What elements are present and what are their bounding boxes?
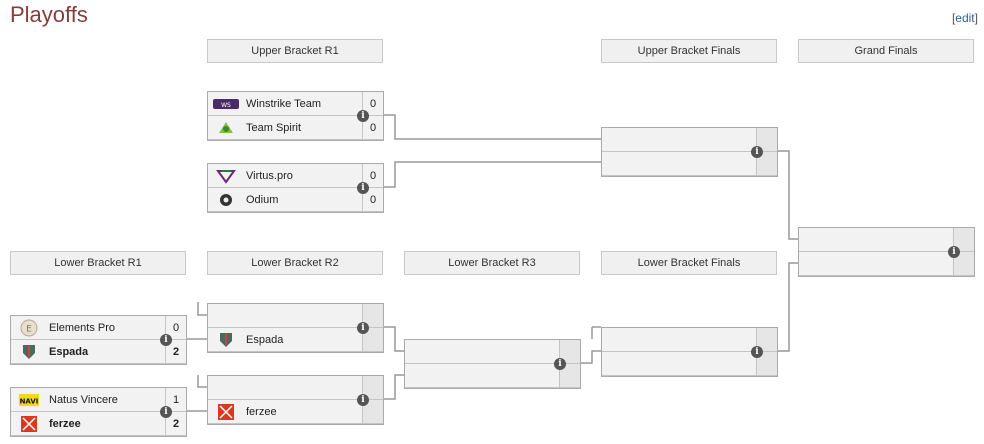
match-lower-r1-2[interactable]: NAVI Natus Vincere 1 ferzee 2 i bbox=[10, 387, 187, 437]
team-name: Winstrike Team bbox=[246, 97, 321, 110]
edit-link[interactable]: edit bbox=[955, 11, 975, 25]
team-slot[interactable] bbox=[799, 252, 974, 276]
team-slot[interactable] bbox=[208, 304, 383, 328]
team-slot[interactable] bbox=[602, 152, 777, 176]
header-lower-bracket-r2: Lower Bracket R2 bbox=[207, 251, 383, 275]
edit-link-wrapper: [edit] bbox=[951, 11, 978, 25]
header-upper-bracket-finals: Upper Bracket Finals bbox=[601, 39, 777, 63]
team-name: ferzee bbox=[246, 405, 277, 418]
team-slot[interactable] bbox=[602, 128, 777, 152]
elements-pro-logo-icon: E bbox=[11, 316, 47, 339]
team-spirit-logo-icon bbox=[208, 116, 244, 139]
team-score bbox=[362, 328, 383, 351]
team-slot[interactable]: E Elements Pro 0 bbox=[11, 316, 186, 340]
match-upper-r1-2[interactable]: Virtus.pro 0 Odium 0 i bbox=[207, 163, 384, 213]
espada-logo-icon bbox=[11, 340, 47, 363]
team-name: Espada bbox=[246, 333, 284, 346]
team-score bbox=[362, 304, 383, 327]
team-slot[interactable]: NAVI Natus Vincere 1 bbox=[11, 388, 186, 412]
virtus-pro-logo-icon bbox=[208, 164, 244, 187]
match-info-icon[interactable]: i bbox=[357, 322, 369, 334]
team-slot[interactable]: ferzee bbox=[208, 400, 383, 424]
match-lower-r2-2[interactable]: ferzee i bbox=[207, 375, 384, 425]
team-score: 2 bbox=[165, 412, 186, 435]
page-title: Playoffs bbox=[10, 2, 88, 27]
team-score: 1 bbox=[165, 388, 186, 411]
ferzee-logo-icon bbox=[11, 412, 47, 435]
svg-text:E: E bbox=[26, 324, 32, 334]
match-info-icon[interactable]: i bbox=[357, 394, 369, 406]
winstrike-logo-icon: WS bbox=[208, 92, 244, 115]
header-lower-bracket-r3: Lower Bracket R3 bbox=[404, 251, 580, 275]
team-slot[interactable] bbox=[602, 352, 777, 376]
team-slot[interactable]: Team Spirit 0 bbox=[208, 116, 383, 140]
team-slot[interactable]: Odium 0 bbox=[208, 188, 383, 212]
team-score: 0 bbox=[362, 188, 383, 211]
team-slot[interactable] bbox=[405, 340, 580, 364]
team-slot[interactable] bbox=[799, 228, 974, 252]
header-lower-bracket-r1: Lower Bracket R1 bbox=[10, 251, 186, 275]
team-score bbox=[362, 376, 383, 399]
team-slot[interactable]: Espada 2 bbox=[11, 340, 186, 364]
team-score: 0 bbox=[165, 316, 186, 339]
team-name: Elements Pro bbox=[49, 321, 116, 334]
match-info-icon[interactable]: i bbox=[357, 182, 369, 194]
team-slot[interactable]: Espada bbox=[208, 328, 383, 352]
team-slot[interactable] bbox=[405, 364, 580, 388]
navi-logo-icon: NAVI bbox=[11, 388, 47, 411]
header-grand-finals: Grand Finals bbox=[798, 39, 974, 63]
match-lower-finals[interactable]: i bbox=[601, 327, 778, 377]
odium-logo-icon bbox=[208, 188, 244, 211]
header-upper-bracket-r1: Upper Bracket R1 bbox=[207, 39, 383, 63]
svg-text:WS: WS bbox=[221, 102, 231, 109]
match-lower-r1-1[interactable]: E Elements Pro 0 Espada 2 i bbox=[10, 315, 187, 365]
team-slot[interactable] bbox=[602, 328, 777, 352]
team-slot[interactable]: WS Winstrike Team 0 bbox=[208, 92, 383, 116]
espada-logo-icon bbox=[208, 328, 244, 351]
team-score: 0 bbox=[362, 92, 383, 115]
header-lower-bracket-finals: Lower Bracket Finals bbox=[601, 251, 777, 275]
match-upper-r1-1[interactable]: WS Winstrike Team 0 Team Spirit 0 i bbox=[207, 91, 384, 141]
team-name: Virtus.pro bbox=[246, 169, 293, 182]
match-info-icon[interactable]: i bbox=[160, 334, 172, 346]
match-info-icon[interactable]: i bbox=[554, 358, 566, 370]
match-info-icon[interactable]: i bbox=[160, 406, 172, 418]
svg-text:NAVI: NAVI bbox=[20, 397, 39, 405]
team-score: 0 bbox=[362, 116, 383, 139]
ferzee-logo-icon bbox=[208, 400, 244, 423]
team-score: 2 bbox=[165, 340, 186, 363]
match-upper-finals[interactable]: i bbox=[601, 127, 778, 177]
match-lower-r3[interactable]: i bbox=[404, 339, 581, 389]
team-slot[interactable]: Virtus.pro 0 bbox=[208, 164, 383, 188]
team-score bbox=[362, 400, 383, 423]
team-slot[interactable]: ferzee 2 bbox=[11, 412, 186, 436]
match-lower-r2-1[interactable]: Espada i bbox=[207, 303, 384, 353]
match-info-icon[interactable]: i bbox=[357, 110, 369, 122]
team-name: ferzee bbox=[49, 417, 81, 430]
team-name: Odium bbox=[246, 193, 279, 206]
team-name: Team Spirit bbox=[246, 121, 302, 134]
team-score: 0 bbox=[362, 164, 383, 187]
match-info-icon[interactable]: i bbox=[751, 146, 763, 158]
match-info-icon[interactable]: i bbox=[751, 346, 763, 358]
team-name: Natus Vincere bbox=[49, 393, 118, 406]
team-slot[interactable] bbox=[208, 376, 383, 400]
match-grand-finals[interactable]: i bbox=[798, 227, 975, 277]
match-info-icon[interactable]: i bbox=[948, 246, 960, 258]
team-name: Espada bbox=[49, 345, 89, 358]
